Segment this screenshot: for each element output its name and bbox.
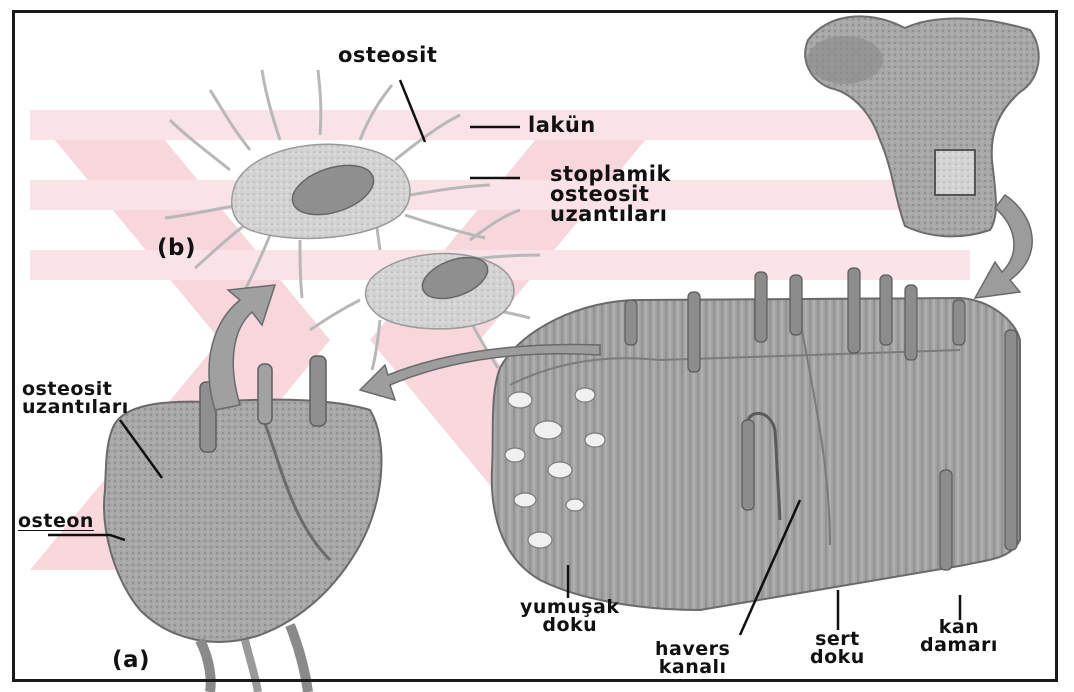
label-a: (a) — [112, 650, 150, 672]
label-osteosit-uzantilari-line2: uzantıları — [22, 398, 129, 416]
label-osteosit: osteosit — [338, 46, 437, 66]
label-sert-doku: sert doku — [810, 630, 865, 666]
label-havers-kanali: havers kanalı — [655, 640, 730, 676]
label-stoplamik-osteosit-uzantilari: stoplamik osteosit uzantıları — [550, 165, 671, 225]
label-b: (b) — [157, 238, 196, 260]
label-sert-doku-line2: doku — [810, 648, 865, 666]
label-osteosit-uzantilari: osteosit uzantıları — [22, 380, 129, 416]
figure-frame — [12, 10, 1058, 682]
label-kan-damari-line2: damarı — [920, 636, 998, 654]
label-stoplamik-line3: uzantıları — [550, 205, 671, 225]
label-lakun: lakün — [528, 116, 596, 136]
label-yumusak-doku: yumuşak doku — [520, 598, 620, 634]
label-havers-kanali-line2: kanalı — [655, 658, 730, 676]
label-kan-damari: kan damarı — [920, 618, 998, 654]
label-osteon: osteon — [18, 512, 94, 530]
label-yumusak-doku-line2: doku — [520, 616, 620, 634]
